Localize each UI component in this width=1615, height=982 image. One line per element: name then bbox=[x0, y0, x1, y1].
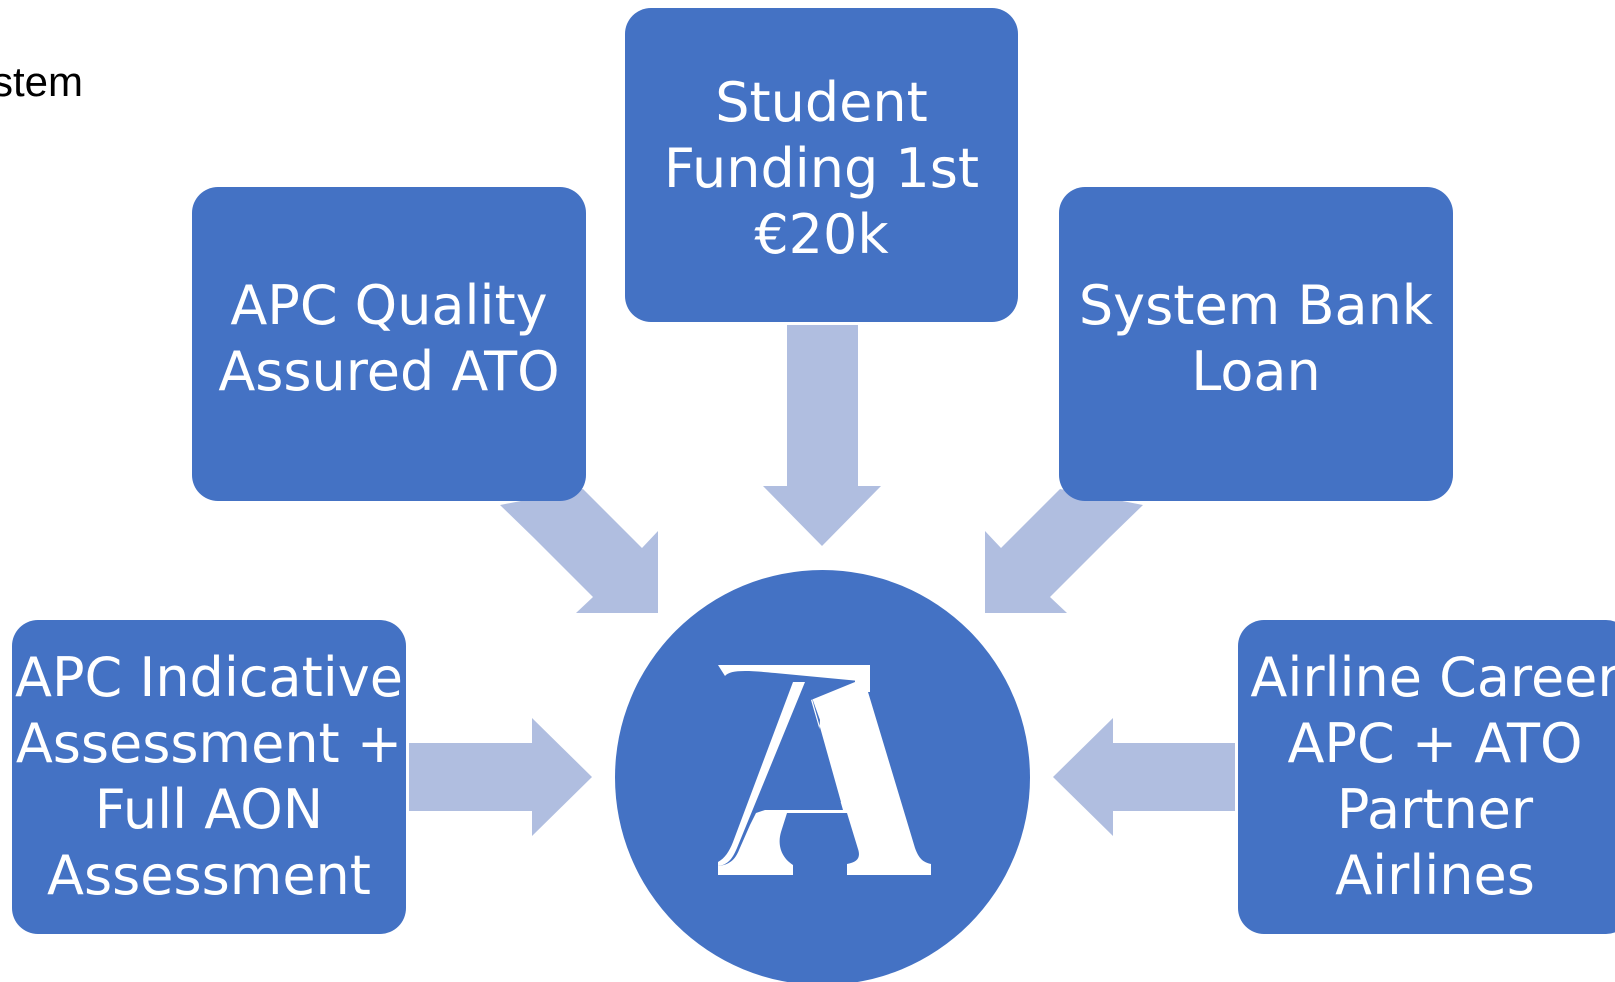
arrow-from-indicative-assessment bbox=[409, 718, 592, 836]
bank-loan-label: System Bank Loan bbox=[1078, 274, 1434, 403]
stylized-letter-a-logo-icon bbox=[718, 665, 931, 875]
bank-loan-box: System Bank Loan bbox=[1059, 187, 1453, 501]
indicative-assessment-box: APC Indicative Assessment + Full AON Ass… bbox=[12, 620, 406, 934]
central-hub-circle bbox=[615, 570, 1030, 982]
arrow-from-bank-loan bbox=[985, 489, 1143, 613]
airline-career-label: Airline Career APC + ATO Partner Airline… bbox=[1250, 646, 1615, 907]
quality-ato-label: APC Quality Assured ATO bbox=[218, 274, 560, 403]
arrow-from-quality-ato bbox=[500, 489, 658, 613]
indicative-assessment-label: APC Indicative Assessment + Full AON Ass… bbox=[15, 646, 403, 907]
arrow-from-student-funding bbox=[763, 325, 881, 546]
arrow-from-airline-career bbox=[1053, 718, 1235, 836]
partial-title-text: stem bbox=[0, 58, 84, 105]
airline-career-box: Airline Career APC + ATO Partner Airline… bbox=[1238, 620, 1615, 934]
quality-ato-box: APC Quality Assured ATO bbox=[192, 187, 586, 501]
student-funding-label: Student Funding 1st €20k bbox=[663, 71, 980, 266]
student-funding-box: Student Funding 1st €20k bbox=[625, 8, 1018, 322]
